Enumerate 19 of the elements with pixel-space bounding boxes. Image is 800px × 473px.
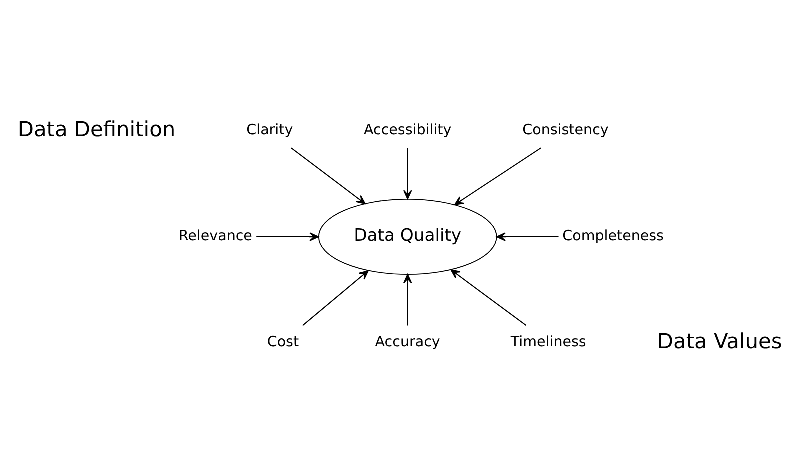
arrow [302, 270, 369, 326]
node-text: Accessibility [364, 122, 452, 138]
node-text: Accuracy [375, 334, 440, 350]
arrow [403, 148, 412, 200]
arrow [256, 232, 320, 241]
node-text: Clarity [246, 122, 294, 138]
label: Data Values [657, 328, 782, 353]
node-text: Consistency [522, 122, 609, 138]
node-text: Cost [267, 334, 300, 350]
arrow [450, 269, 527, 326]
node-text: Relevance [178, 228, 252, 244]
label: Data Definition [18, 116, 176, 141]
node-text: Completeness [562, 228, 664, 244]
arrow [291, 147, 366, 204]
arrow [454, 147, 542, 206]
arrow [403, 274, 412, 326]
node-ellipse: Data Quality [318, 198, 498, 275]
arrow [496, 232, 559, 241]
node-text: Timeliness [510, 334, 586, 350]
